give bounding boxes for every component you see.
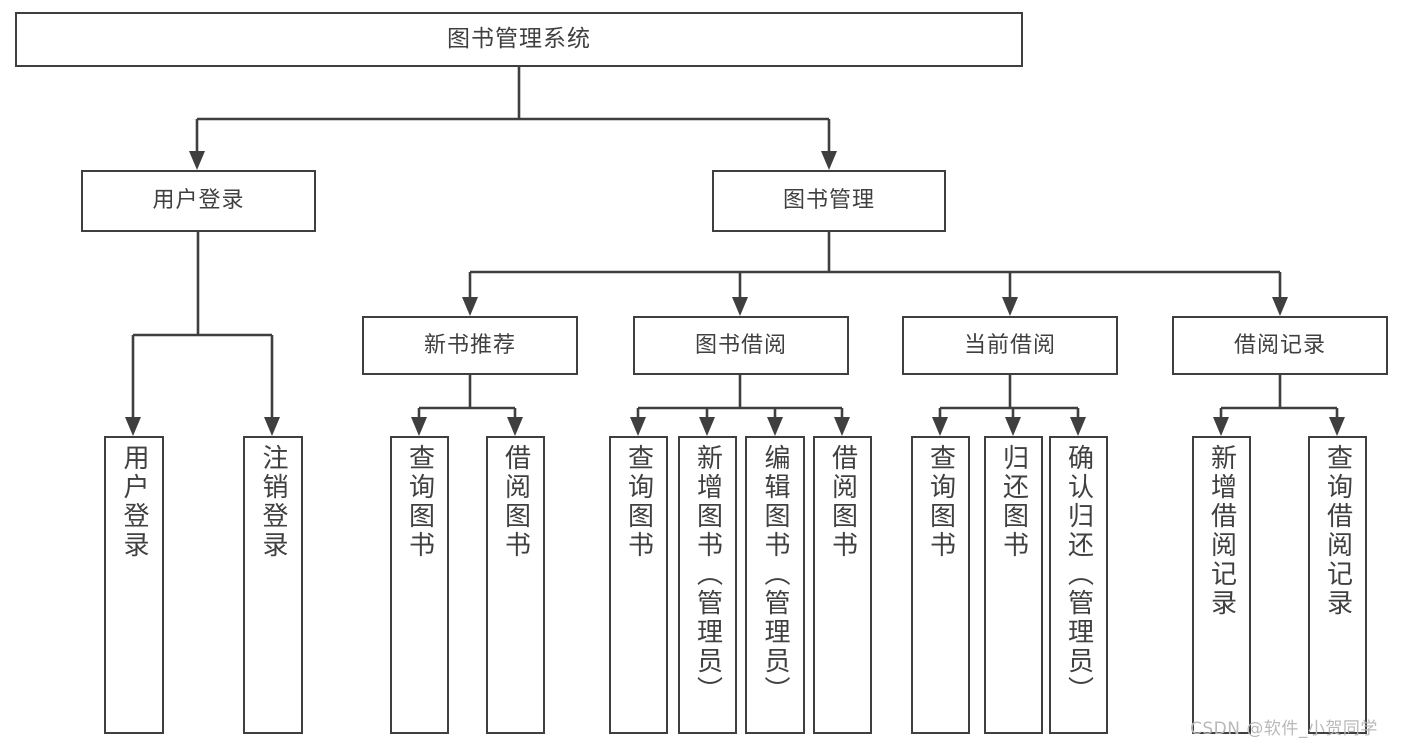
node-label: 查询图书: [404, 444, 435, 560]
node-leaf-9[interactable]: 归还图书: [984, 436, 1043, 734]
node-label: 借阅图书: [500, 444, 531, 560]
csdn-watermark: CSDN @软件_小贺同学: [1190, 719, 1378, 739]
node-root-system[interactable]: 图书管理系统: [15, 12, 1023, 67]
node-leaf-0[interactable]: 用户登录: [104, 436, 164, 734]
node-label: 确认归还（管理员）: [1063, 444, 1094, 705]
node-leaf-1[interactable]: 注销登录: [243, 436, 303, 734]
node-level3-1[interactable]: 图书借阅: [633, 316, 849, 375]
node-label: 归还图书: [998, 444, 1029, 560]
node-label: 图书管理: [782, 188, 875, 214]
node-level3-3[interactable]: 借阅记录: [1172, 316, 1388, 375]
node-leaf-11[interactable]: 新增借阅记录: [1192, 436, 1251, 734]
node-label: 借阅图书: [827, 444, 858, 560]
node-label: 查询图书: [623, 444, 654, 560]
node-leaf-4[interactable]: 查询图书: [609, 436, 668, 734]
node-label: 查询借阅记录: [1322, 444, 1353, 618]
node-label: 图书管理系统: [447, 25, 591, 52]
node-leaf-6[interactable]: 编辑图书（管理员）: [745, 436, 805, 734]
node-label: 新增借阅记录: [1206, 444, 1237, 618]
node-leaf-7[interactable]: 借阅图书: [813, 436, 872, 734]
node-label: 借阅记录: [1233, 332, 1326, 358]
node-leaf-3[interactable]: 借阅图书: [486, 436, 545, 734]
node-level2-0[interactable]: 用户登录: [81, 170, 316, 232]
node-level3-0[interactable]: 新书推荐: [362, 316, 578, 375]
node-label: 查询图书: [925, 444, 956, 560]
node-label: 新增图书（管理员）: [692, 444, 723, 705]
node-level3-2[interactable]: 当前借阅: [902, 316, 1118, 375]
node-label: 当前借阅: [963, 332, 1056, 358]
node-level2-1[interactable]: 图书管理: [712, 170, 946, 232]
node-leaf-5[interactable]: 新增图书（管理员）: [678, 436, 737, 734]
node-label: 新书推荐: [423, 332, 516, 358]
node-leaf-8[interactable]: 查询图书: [911, 436, 970, 734]
node-leaf-10[interactable]: 确认归还（管理员）: [1049, 436, 1108, 734]
node-label: 注销登录: [258, 444, 288, 560]
node-leaf-12[interactable]: 查询借阅记录: [1308, 436, 1367, 734]
node-label: 图书借阅: [694, 332, 787, 358]
node-leaf-2[interactable]: 查询图书: [390, 436, 449, 734]
node-label: 编辑图书（管理员）: [760, 444, 790, 705]
node-label: 用户登录: [152, 188, 245, 214]
node-label: 用户登录: [119, 444, 149, 560]
